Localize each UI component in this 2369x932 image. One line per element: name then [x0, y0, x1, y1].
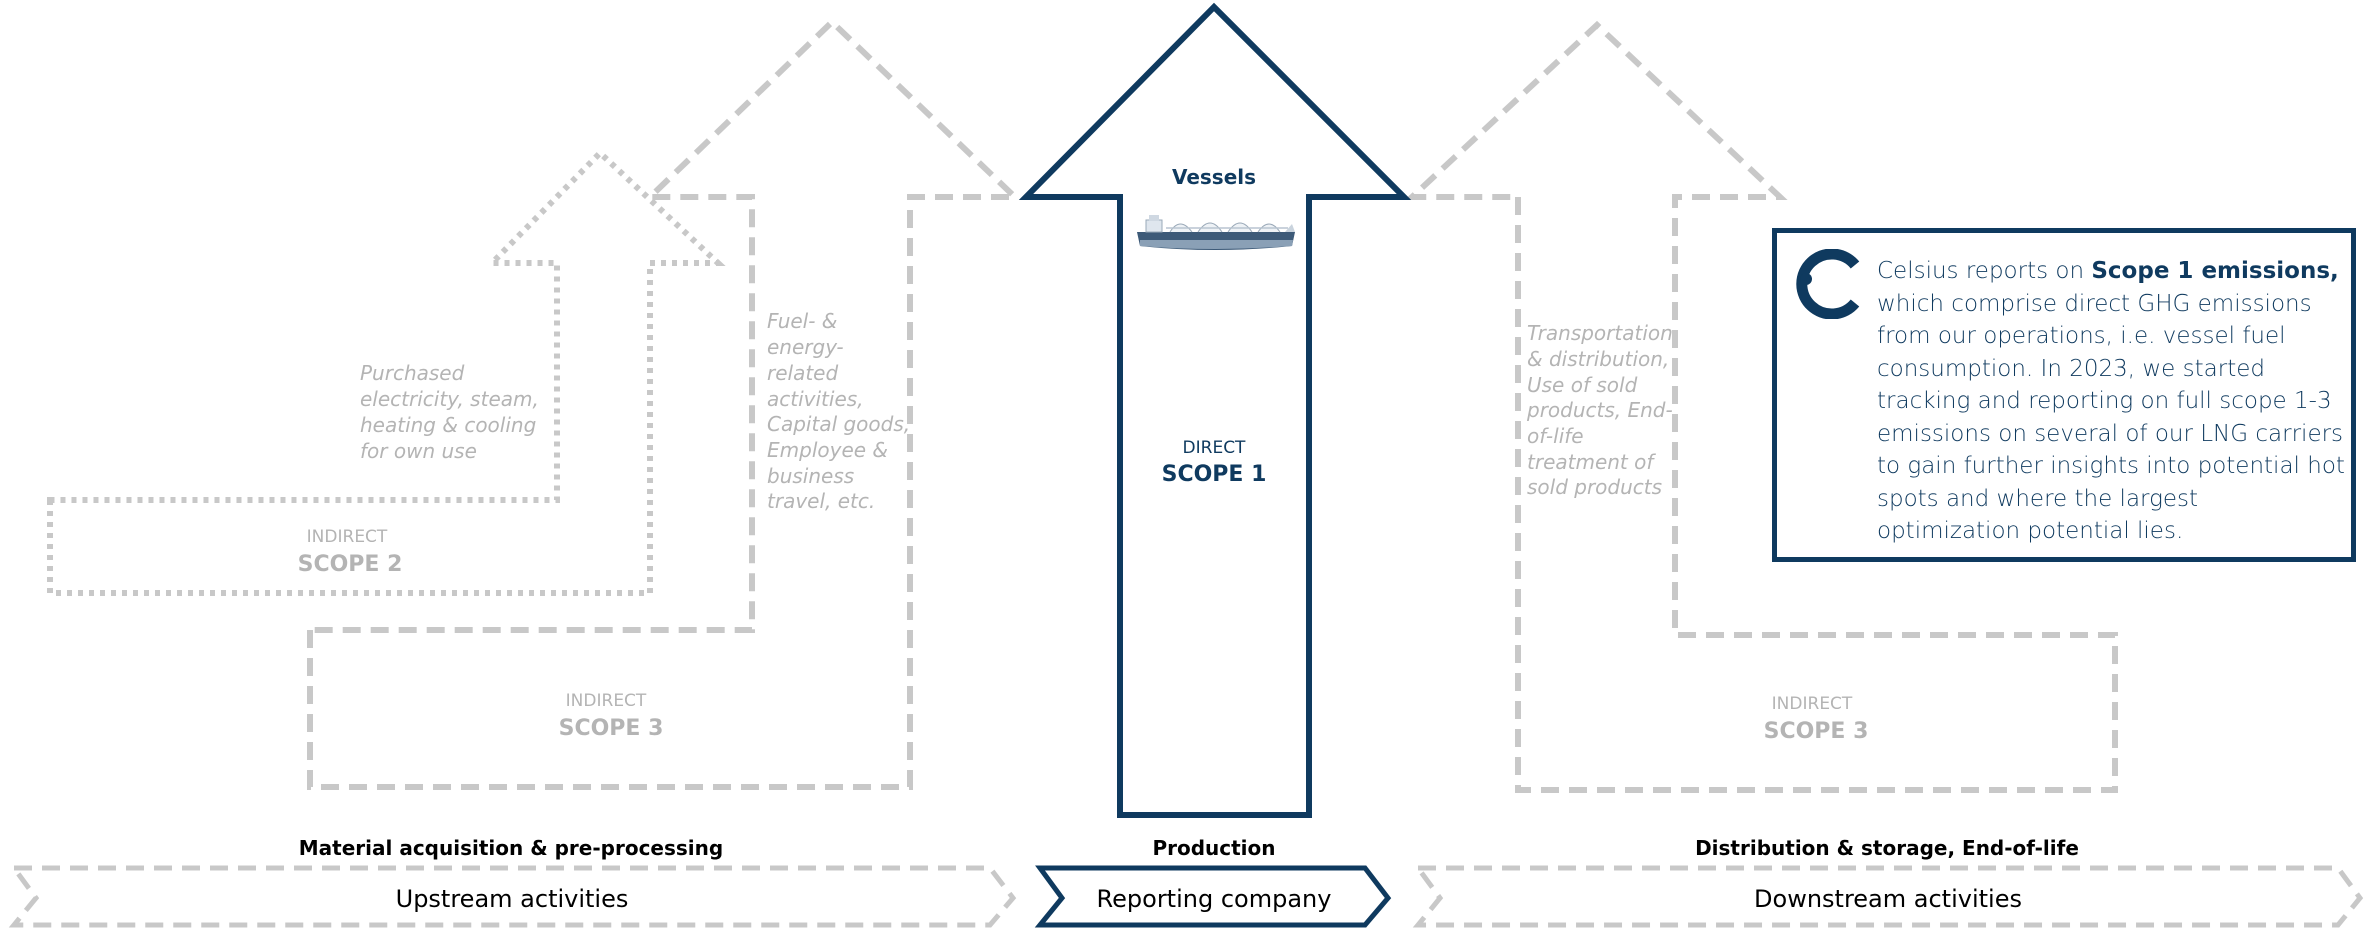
scope1-scope-label: SCOPE 1 [1162, 462, 1267, 487]
celsius-c-logo-icon [1796, 249, 1860, 319]
scope3-upstream-desc-line: Fuel- & [767, 309, 837, 333]
scope3-downstream-desc-line: of-life [1527, 424, 1584, 448]
scope3-downstream-desc-line: sold products [1527, 475, 1662, 499]
info-text-bold: Scope 1 emissions, [2091, 258, 2339, 284]
scope3-downstream-type-label: INDIRECT [1772, 694, 1853, 714]
downstream-bar-label: Downstream activities [1754, 885, 2022, 913]
scope2-description: Purchased electricity, steam, heating & … [360, 361, 539, 463]
scope3-upstream-arrow [307, 17, 1023, 790]
scope3-upstream-desc-line: Employee & [767, 438, 888, 462]
scope3-downstream-desc-line: treatment of [1527, 450, 1656, 474]
phase-downstream-label: Distribution & storage, End-of-life [1695, 836, 2079, 860]
scope3-upstream-desc-line: energy- [767, 335, 844, 359]
reporting-company-bar [1034, 865, 1392, 928]
scope3-upstream-desc-line: related [767, 361, 838, 385]
lng-vessel-icon [1137, 215, 1295, 250]
info-text-prefix: Celsius reports on [1877, 258, 2092, 284]
info-text: Celsius reports on Scope 1 emissions, wh… [1877, 255, 2347, 548]
scope1-title: Vessels [1172, 165, 1256, 189]
scope2-desc-line: Purchased [360, 361, 465, 385]
scope2-scope-label: SCOPE 2 [298, 552, 403, 577]
downstream-bar [1412, 865, 2364, 928]
scope3-downstream-scope-label: SCOPE 3 [1764, 719, 1869, 744]
scope3-downstream-arrow [1404, 20, 2118, 793]
reporting-company-bar-label: Reporting company [1097, 885, 1332, 913]
scope3-downstream-desc-line: & distribution, [1527, 347, 1669, 371]
phase-upstream-label: Material acquisition & pre-processing [299, 836, 723, 860]
scope2-desc-line: for own use [360, 439, 477, 463]
scope3-upstream-desc-line: travel, etc. [767, 489, 875, 513]
info-text-suffix: which comprise direct GHG emissions from… [1877, 290, 2345, 545]
scope1-arrow [1018, 2, 1412, 818]
scope3-upstream-desc-line: activities, [767, 387, 864, 411]
phase-production-label: Production [1152, 836, 1275, 860]
scope3-downstream-desc-line: products, End- [1526, 398, 1673, 422]
scope3-upstream-desc-line: business [767, 464, 854, 488]
scope1-info-box: Celsius reports on Scope 1 emissions, wh… [1772, 228, 2356, 562]
scope2-desc-line: electricity, steam, [360, 387, 539, 411]
upstream-bar [8, 865, 1017, 928]
scope3-downstream-description: Transportation & distribution, Use of so… [1526, 321, 1673, 499]
scope3-upstream-desc-line: Capital goods, [767, 412, 910, 436]
scope3-upstream-description: Fuel- & energy- related activities, Capi… [767, 309, 910, 513]
scope1-type-label: DIRECT [1183, 438, 1247, 458]
scope3-upstream-type-label: INDIRECT [566, 691, 647, 711]
scope3-downstream-desc-line: Transportation [1527, 321, 1673, 345]
scope3-upstream-scope-label: SCOPE 3 [559, 716, 664, 741]
scope2-desc-line: heating & cooling [360, 413, 536, 437]
scope2-type-label: INDIRECT [307, 527, 388, 547]
scope3-downstream-desc-line: Use of sold [1527, 373, 1638, 397]
upstream-bar-label: Upstream activities [396, 885, 629, 913]
